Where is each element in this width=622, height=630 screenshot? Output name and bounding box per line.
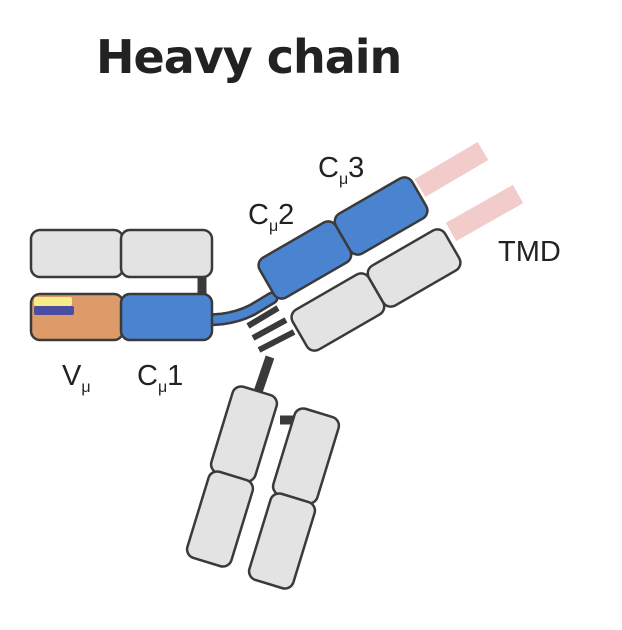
label-cmu2: Cμ2 (248, 199, 294, 235)
light-chain-constant-domain (119, 228, 214, 279)
disulfide-bond-1 (246, 305, 280, 329)
transmembrane-domain-bottom (445, 184, 524, 242)
disulfide-bond-2 (251, 317, 288, 341)
diagram-title: Heavy chain (96, 30, 402, 84)
cmu1-domain (119, 292, 214, 342)
lower-fab-domain-2 (185, 470, 255, 568)
cdr-purple-mark (34, 306, 74, 315)
disulfide-bond-3 (257, 329, 296, 353)
transmembrane-domain-top (414, 141, 489, 198)
light-chain-variable-domain (29, 228, 125, 279)
cdr-yellow-mark (34, 297, 72, 306)
label-cmu3: Cμ3 (318, 152, 364, 188)
hinge-stem (253, 355, 275, 394)
cmu3-domain (333, 176, 429, 256)
label-cmu1: Cμ1 (137, 360, 183, 396)
partner-heavy-domain-upper (366, 228, 462, 308)
label-tmd: TMD (498, 236, 561, 268)
hinge-connector-fill (205, 294, 276, 324)
lower-fab-domain-4 (247, 492, 317, 590)
label-vmu: Vμ (62, 360, 91, 396)
lower-fab-domain-1 (209, 385, 279, 483)
